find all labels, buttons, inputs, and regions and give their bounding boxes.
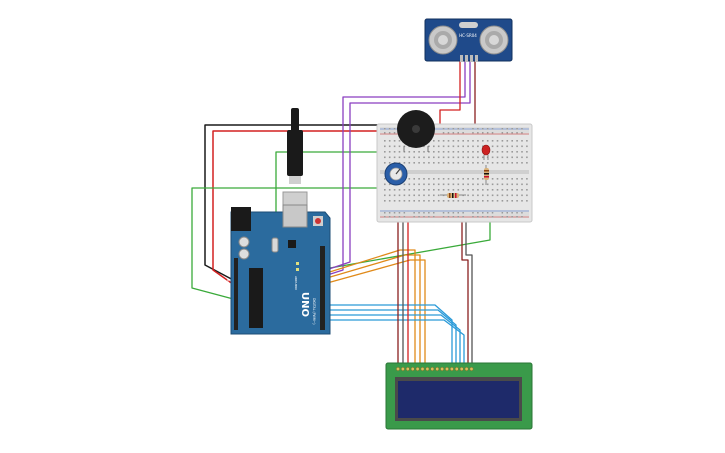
lcd-pin[interactable] — [445, 367, 449, 371]
arduino-analog-header: ANALOG IN — [226, 308, 230, 325]
lcd-pin[interactable] — [469, 367, 474, 371]
piezo-buzzer[interactable] — [397, 110, 435, 152]
wires — [191, 61, 491, 366]
wire-purple-trig[interactable] — [317, 61, 466, 279]
sensor-label: HC-SR04 — [459, 33, 477, 38]
lcd-pin[interactable] — [440, 367, 445, 371]
resistor-2[interactable] — [440, 193, 466, 198]
wire-lcd-a[interactable] — [461, 214, 469, 366]
lcd-pin[interactable] — [430, 367, 435, 371]
resistor[interactable] — [484, 165, 489, 185]
arduino-model-label: UNO — [299, 292, 310, 317]
lcd-pin[interactable] — [464, 367, 469, 371]
lcd-pin[interactable] — [459, 367, 464, 371]
wire-blue-4[interactable] — [319, 319, 465, 366]
lcd-pin[interactable] — [449, 367, 454, 371]
arduino-brand: ARDUINO — [294, 276, 298, 291]
lcd-pin[interactable] — [420, 367, 425, 371]
wire-blue-1[interactable] — [319, 304, 453, 366]
potentiometer[interactable] — [384, 162, 408, 186]
ultrasonic-sensor[interactable]: HC-SR04 — [424, 18, 513, 62]
arduino-power-header: POWER — [226, 279, 230, 290]
wire-purple-echo[interactable] — [319, 61, 471, 273]
lcd-pin[interactable] — [415, 367, 420, 371]
lcd-pin[interactable] — [410, 367, 415, 371]
lcd-pin[interactable] — [435, 367, 440, 371]
breadboard[interactable] — [376, 123, 533, 223]
arduino-uno[interactable]: UNO DIGITAL (PWM~) POWER ANALOG IN ARDUI… — [226, 204, 331, 335]
lcd-pin[interactable] — [396, 367, 400, 371]
wire-lcd-k[interactable] — [465, 204, 473, 366]
lcd-16x2[interactable] — [385, 362, 533, 430]
lcd-pin[interactable] — [425, 367, 430, 371]
wire-blue-2[interactable] — [319, 309, 457, 366]
lcd-pin[interactable] — [400, 367, 405, 371]
wire-blue-3[interactable] — [319, 314, 461, 366]
wire-orange-3[interactable] — [319, 259, 426, 366]
wire-red-sensor-vcc[interactable] — [439, 61, 461, 133]
lcd-pin-header — [396, 367, 474, 371]
arduino-digital-header: DIGITAL (PWM~) — [312, 298, 316, 324]
wire-green-pot[interactable] — [191, 187, 393, 301]
led[interactable] — [481, 144, 491, 160]
lcd-pin[interactable] — [405, 367, 410, 371]
lcd-pin[interactable] — [454, 367, 459, 371]
